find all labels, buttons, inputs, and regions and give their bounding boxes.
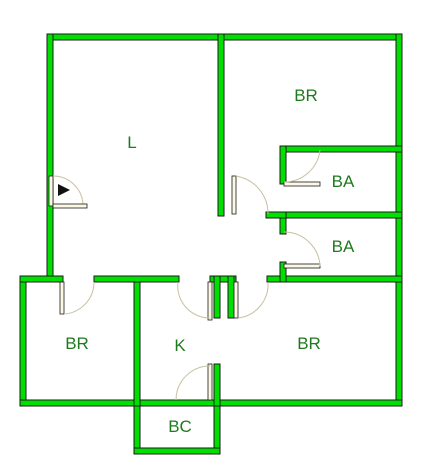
wall-bath-divider [279,211,403,219]
room-label-bath-lower: BA [332,237,355,256]
wall-top-bedroom-left [217,33,225,217]
wall-balcony-right [213,399,221,455]
wall-bath-upper-left-top [279,145,287,185]
wall-v-228 [227,275,235,319]
door-bedroom-left-leaf[interactable] [59,281,65,315]
wall-bedroom-kitchen [133,281,141,407]
door-entrance-swing [52,175,84,207]
room-label-kitchen: K [174,336,186,355]
door-kitchen-leaf[interactable] [207,281,213,321]
room-label-bedroom-bottom-right: BR [297,334,321,353]
entrance-arrow-icon [58,184,70,196]
door-bath-lower-leaf[interactable] [283,263,321,269]
wall-balcony-bottom [133,447,221,455]
room-label-balcony: BC [168,417,192,436]
wall-h-276-a [19,275,64,283]
doors [48,149,321,401]
door-bath-upper-leaf[interactable] [283,181,321,187]
wall-bottom-left [19,399,221,407]
wall-h-276-d [266,275,403,283]
wall-v-214-lower [213,363,221,407]
room-label-living: L [127,133,136,152]
door-balcony-swing [175,365,211,401]
wall-living-left [46,33,54,283]
wall-balcony-left [133,399,141,455]
door-balcony-leaf[interactable] [207,363,213,401]
door-bath-lower-swing [283,231,321,267]
room-label-bath-upper: BA [332,172,355,191]
door-top-bedroom-swing [235,175,269,215]
wall-top-bedroom-bottom [279,145,403,153]
door-top-bedroom-leaf[interactable] [231,175,237,215]
door-entrance-leaf[interactable] [48,175,54,207]
wall-outer-right [395,33,403,407]
wall-v-214-upper [213,275,221,319]
door-bedroom-right-swing [237,281,269,319]
door-bedroom-left-swing [63,281,95,315]
door-bedroom-right-leaf[interactable] [233,281,239,319]
wall-bottom-right [213,399,403,407]
wall-bedroom-left-left [19,275,27,407]
room-label-bedroom-top-right: BR [294,86,318,105]
door-bath-upper-swing [283,149,321,183]
walls [19,33,403,455]
wall-bath-lower-left-bottom [279,261,287,283]
wall-bath-stub [265,211,287,219]
door-entrance-panel [52,203,88,209]
wall-h-276-b [93,275,180,283]
wall-h-276-c [209,275,237,283]
room-label-bedroom-left: BR [65,334,89,353]
door-kitchen-swing [177,281,211,319]
room-labels: L BR BA BA BR K BR BC [65,86,355,436]
